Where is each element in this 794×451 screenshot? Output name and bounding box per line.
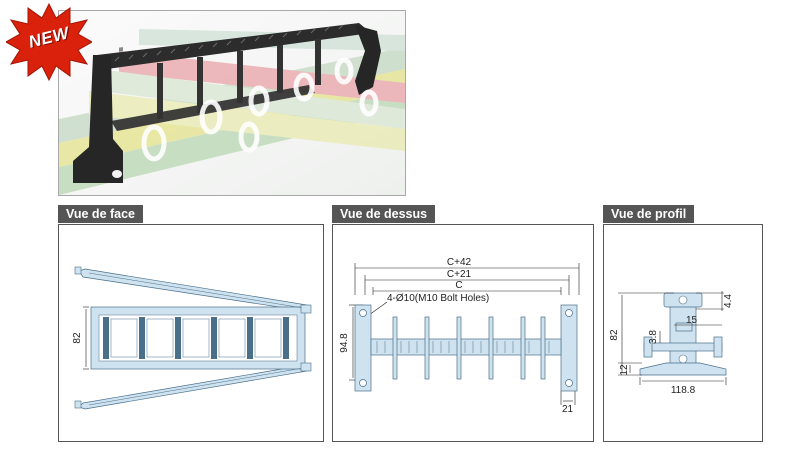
top-c-dim: C xyxy=(455,280,462,291)
profile-d44-dim: 4.4 xyxy=(723,294,734,308)
top-holes-dim: 4-Ø10(M10 Bolt Holes) xyxy=(387,293,489,304)
front-view-drawing: 82 xyxy=(58,224,324,442)
profile-height-dim: 82 xyxy=(609,329,620,341)
profile-base-dim: 12 xyxy=(619,364,630,376)
top-c21-dim: C+21 xyxy=(447,269,472,280)
front-view-panel: Vue de face xyxy=(58,205,324,443)
top-c42-dim: C+42 xyxy=(447,257,472,268)
profile-view-drawing: 82 12 118.8 4.4 3.8 15 xyxy=(603,224,763,442)
top-view-drawing: C+42 C+21 C 4-Ø10(M10 Bolt Holes) 94.8 2… xyxy=(332,224,594,442)
profile-width-dim: 118.8 xyxy=(671,385,696,396)
new-badge: NEW xyxy=(6,2,92,82)
profile-d15-dim: 15 xyxy=(686,315,698,326)
profile-view-panel: Vue de profil xyxy=(603,205,763,443)
starburst-icon xyxy=(6,2,92,82)
top-height-dim: 94.8 xyxy=(339,333,350,353)
front-view-title: Vue de face xyxy=(58,205,144,223)
product-photo xyxy=(58,10,406,196)
top-base-dim: 21 xyxy=(562,404,574,415)
front-height-dim: 82 xyxy=(72,332,83,344)
profile-view-title: Vue de profil xyxy=(603,205,695,223)
profile-d38-dim: 3.8 xyxy=(648,330,659,344)
top-view-panel: Vue de dessus C+42 C+21 C 4-Ø1 xyxy=(332,205,594,443)
cable-chain-photo xyxy=(59,11,405,195)
top-view-title: Vue de dessus xyxy=(332,205,436,223)
